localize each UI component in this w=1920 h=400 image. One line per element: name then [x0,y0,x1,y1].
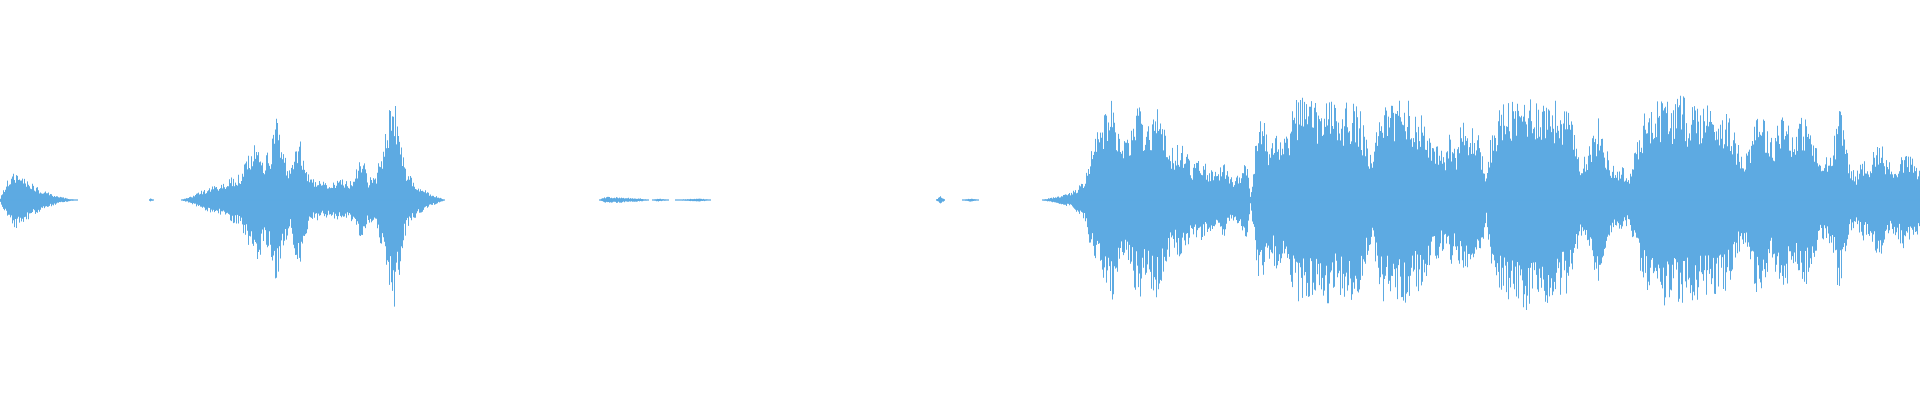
waveform-samples [0,95,1920,310]
